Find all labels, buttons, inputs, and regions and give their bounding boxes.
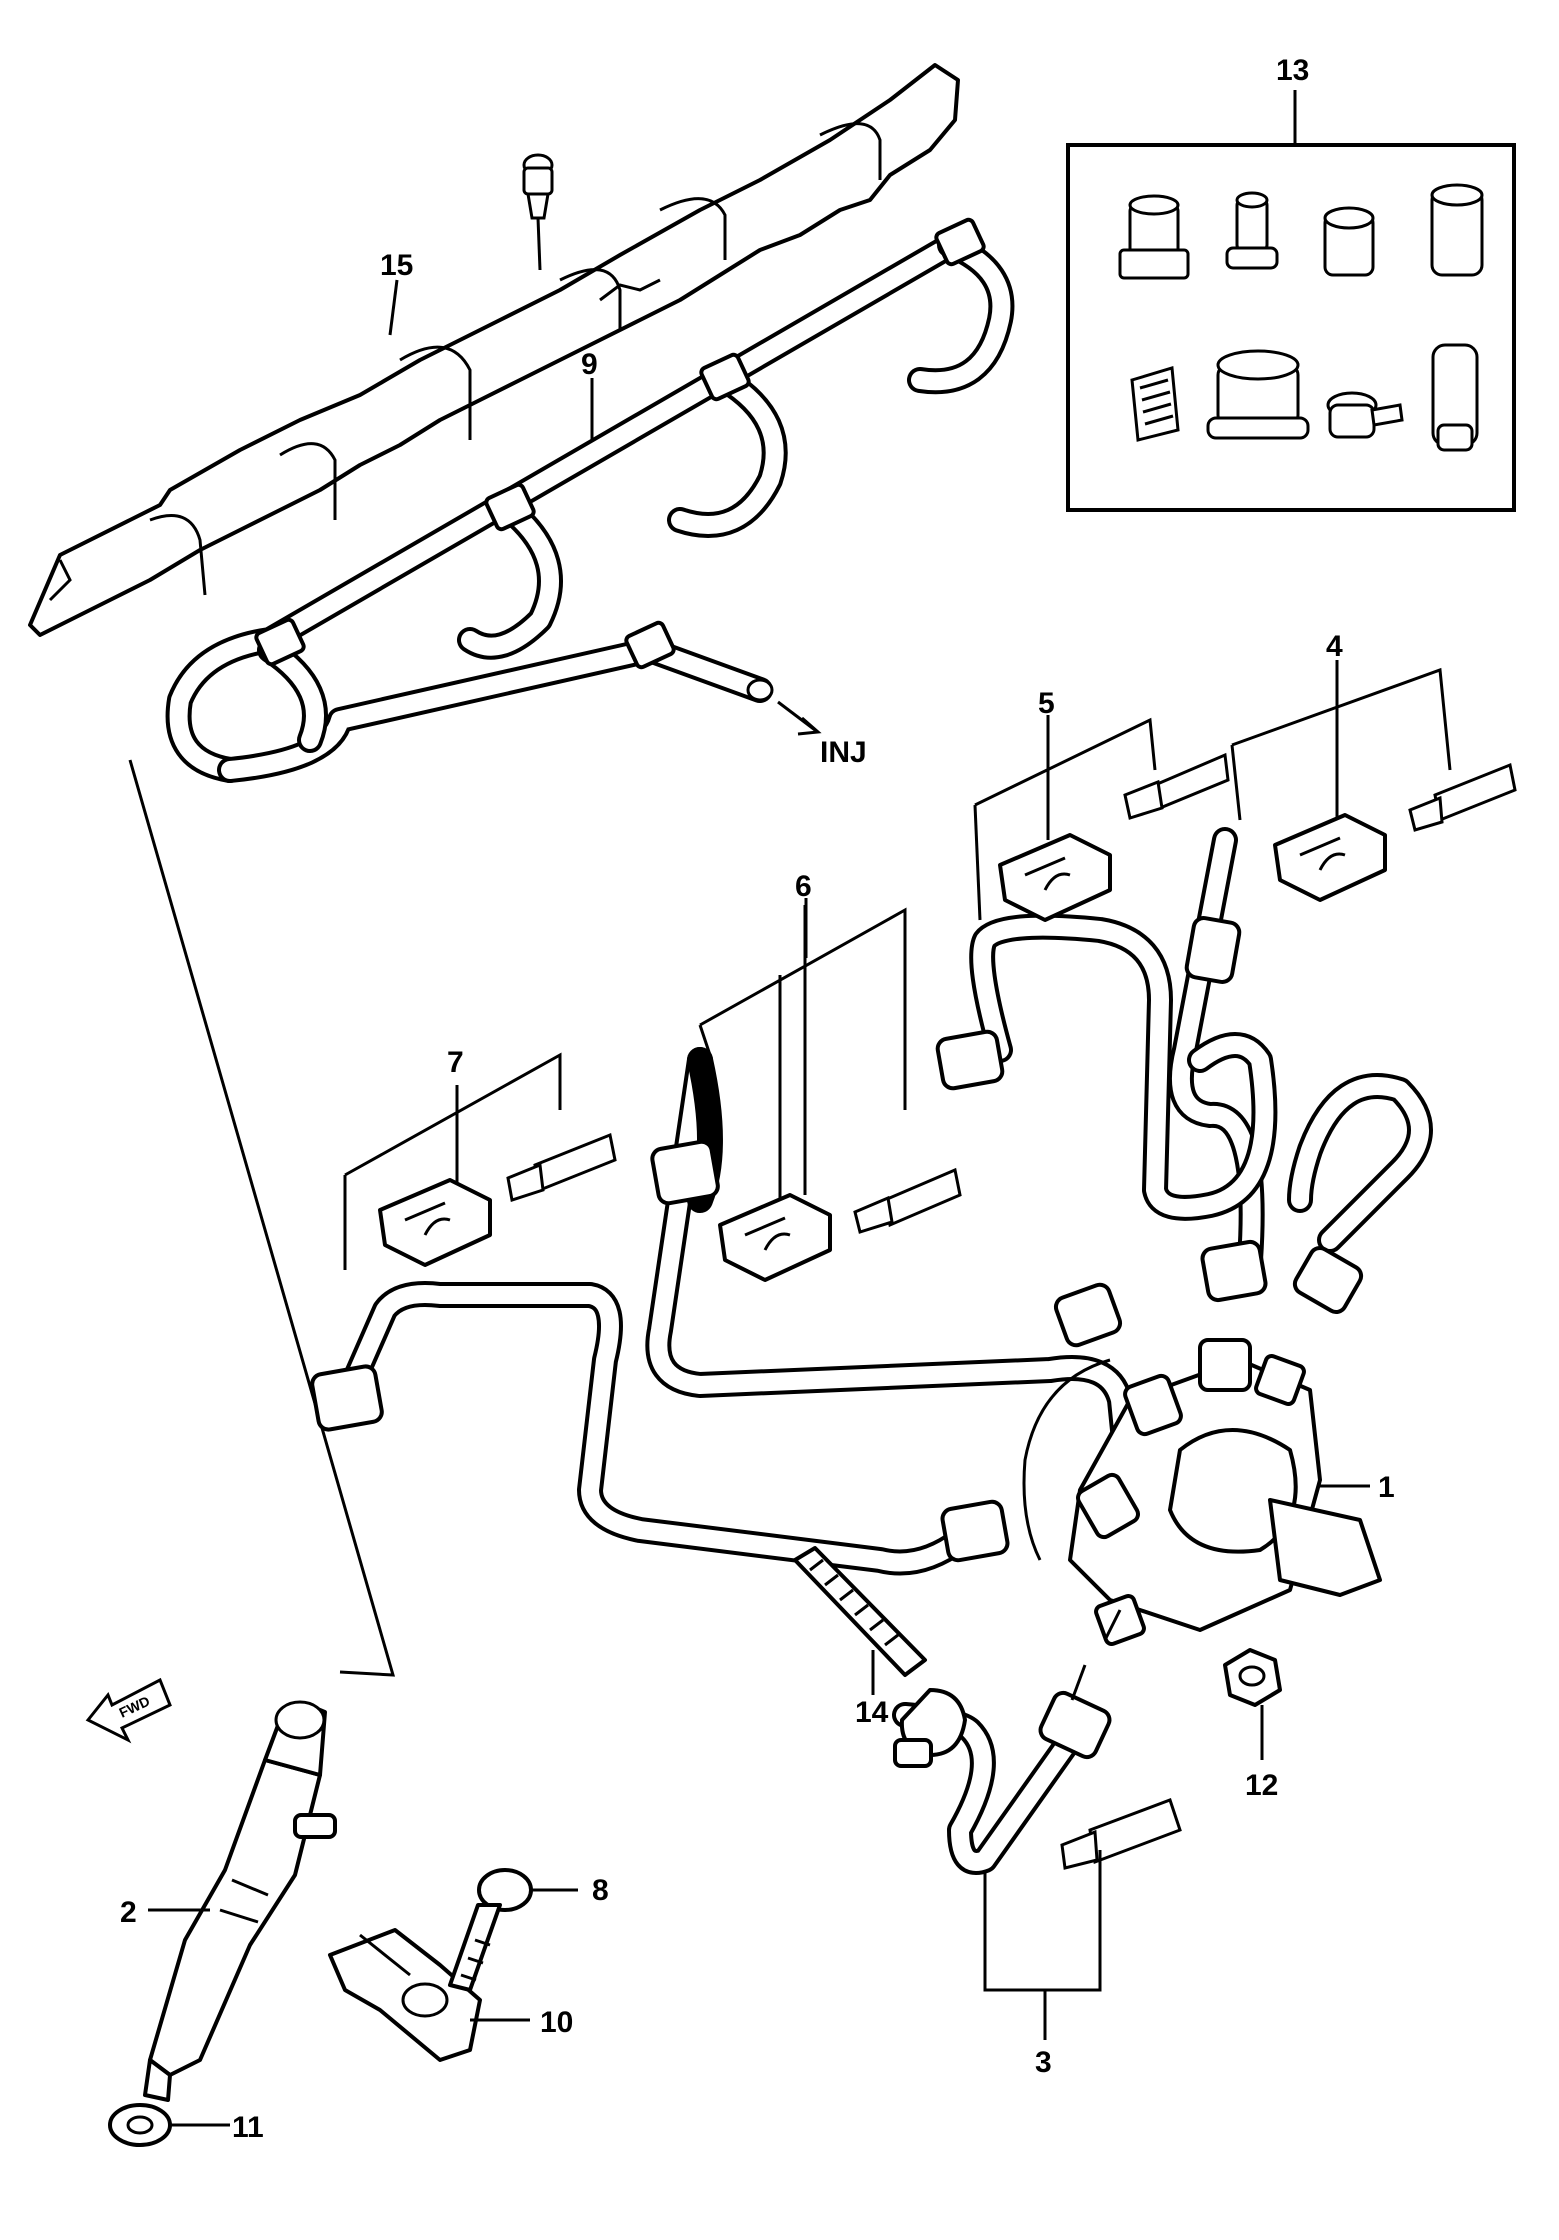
clip-group-part-5 (973, 715, 1230, 922)
callout-6: 6 (795, 870, 812, 903)
kit-plug-small-icon (1225, 191, 1279, 270)
callout-12: 12 (1245, 1769, 1278, 1802)
injection-pipe-part-5 (935, 913, 1278, 1221)
callout-14: 14 (855, 1696, 889, 1729)
kit-cap-large-icon (1118, 194, 1190, 280)
callout-13: 13 (1276, 54, 1309, 87)
clip-group-part-6 (698, 905, 962, 1282)
callout-5: 5 (1038, 687, 1055, 720)
callout-9: 9 (581, 348, 598, 381)
kit-instruction-sheet-icon (1130, 366, 1180, 442)
flange-nut-part-12 (1223, 1648, 1282, 1760)
stud-bolt-part-14 (793, 1546, 927, 1695)
inj-direction-label: INJ (820, 736, 867, 769)
fuel-injector-part-2 (143, 1700, 337, 2102)
injection-pipe-part-6 (645, 1047, 1143, 1513)
injection-pipe-part-7 (310, 1281, 1123, 1576)
clip-group-part-4 (1230, 660, 1517, 902)
callout-line-15 (388, 279, 399, 336)
push-rivet-clip (522, 153, 554, 271)
kit-cap-long-icon (1431, 343, 1479, 452)
connection-line-injector-hose (128, 759, 396, 1677)
injector-clamp-part-10 (328, 1928, 530, 2062)
injector-washer-part-11 (108, 2103, 230, 2147)
rail-cover-part-15 (28, 63, 960, 637)
kit-sleeve-icon (1323, 206, 1375, 277)
kit-box-part-13 (1066, 90, 1516, 512)
inj-direction-arrow (777, 700, 822, 736)
callout-15: 15 (380, 249, 413, 282)
callout-11: 11 (232, 2111, 264, 2144)
kit-tethered-cap-icon (1326, 391, 1404, 439)
return-pipe-part-3 (892, 1609, 1122, 1875)
kit-cap-wide-icon (1206, 349, 1310, 440)
fwd-arrow-icon: FWD (85, 1677, 172, 1744)
callout-8: 8 (592, 1874, 609, 1907)
injection-pipe-part-3-loop (1200, 1073, 1433, 1314)
callout-7: 7 (447, 1046, 464, 1079)
kit-cap-tall-icon (1430, 183, 1484, 277)
callout-1: 1 (1378, 1471, 1395, 1504)
callout-2: 2 (120, 1896, 137, 1929)
callout-4: 4 (1326, 630, 1343, 663)
callout-3: 3 (1035, 2046, 1052, 2079)
fuel-pump-part-1 (1022, 1338, 1382, 1646)
seal-tag-part-3 (1060, 1798, 1182, 1870)
callout-10: 10 (540, 2006, 573, 2039)
clip-group-part-7 (343, 1052, 617, 1270)
leak-off-hose-part-9 (165, 217, 1015, 783)
clamp-bolt-part-8 (448, 1868, 578, 1992)
callout-bracket-3 (983, 1850, 1102, 1992)
